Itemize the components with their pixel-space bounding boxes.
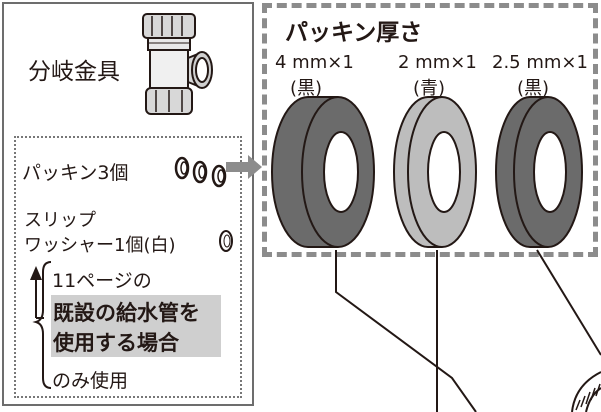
included-parts-box <box>14 136 242 398</box>
note-highlight-line1: 既設の給水管を <box>53 301 200 325</box>
parts-panel <box>2 2 254 406</box>
color-label-2: (青) <box>413 78 446 99</box>
hose-coil <box>571 371 601 412</box>
thickness-title: パッキン厚さ <box>285 20 423 46</box>
color-label-3: (黒) <box>517 78 550 99</box>
color-label-1: (黒) <box>290 78 323 99</box>
size-label-2: 2 mm×1 <box>398 52 477 73</box>
fitting-label: 分岐金具 <box>28 59 120 85</box>
washer-label-line1: スリップ <box>24 210 96 231</box>
size-label-3: 2.5 mm×1 <box>492 52 588 73</box>
washer-label-line2: ワッシャー1個(白) <box>24 235 176 256</box>
packing-label: パッキン3個 <box>22 162 129 184</box>
note-line4: のみ使用 <box>52 370 129 392</box>
size-label-1: 4 mm×1 <box>275 52 354 73</box>
note-line1: 11ページの <box>52 270 152 292</box>
note-highlight-line2: 使用する場合 <box>53 331 179 355</box>
note-highlight-box <box>51 295 221 357</box>
